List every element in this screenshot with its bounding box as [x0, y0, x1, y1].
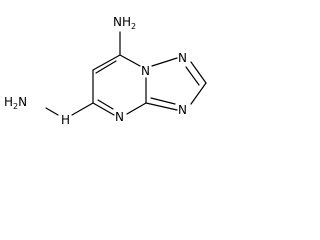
- bond-nh-nh2: [45, 107, 59, 116]
- bond-c5-n4: [92, 102, 115, 116]
- bond-c7-c6-double: [95, 60, 117, 74]
- bond-n1-c2-double: [185, 66, 200, 86]
- bond-c2-n3: [190, 82, 207, 105]
- bond-n4-c3a: [126, 102, 147, 115]
- bond-c5-nh: [71, 102, 94, 116]
- bond-n1-c2: [190, 61, 207, 84]
- bond-n8-c7: [119, 54, 141, 67]
- bond-lines: [45, 31, 207, 116]
- hydrazine-h2n-label: H2N: [4, 95, 27, 111]
- bond-c5-n4-double: [97, 99, 114, 110]
- amine-nh2-label: NH2: [113, 15, 136, 31]
- pyrimidine-n-label: N: [115, 110, 124, 124]
- bridgehead-n-label: N: [141, 64, 150, 78]
- bond-n3-c3a-double: [150, 97, 176, 105]
- atom-labels: NH2 H2N H N N N N: [4, 15, 187, 127]
- bond-c7-c6: [92, 54, 121, 71]
- hydrazine-nh-label: H: [61, 113, 70, 127]
- triazole-n1-label: N: [178, 51, 187, 65]
- triazole-n3-label: N: [178, 103, 187, 117]
- bond-n8-n1: [151, 57, 178, 67]
- bond-n3-c3a: [145, 102, 178, 111]
- chemical-structure-diagram: NH2 H2N H N N N N: [4, 15, 207, 127]
